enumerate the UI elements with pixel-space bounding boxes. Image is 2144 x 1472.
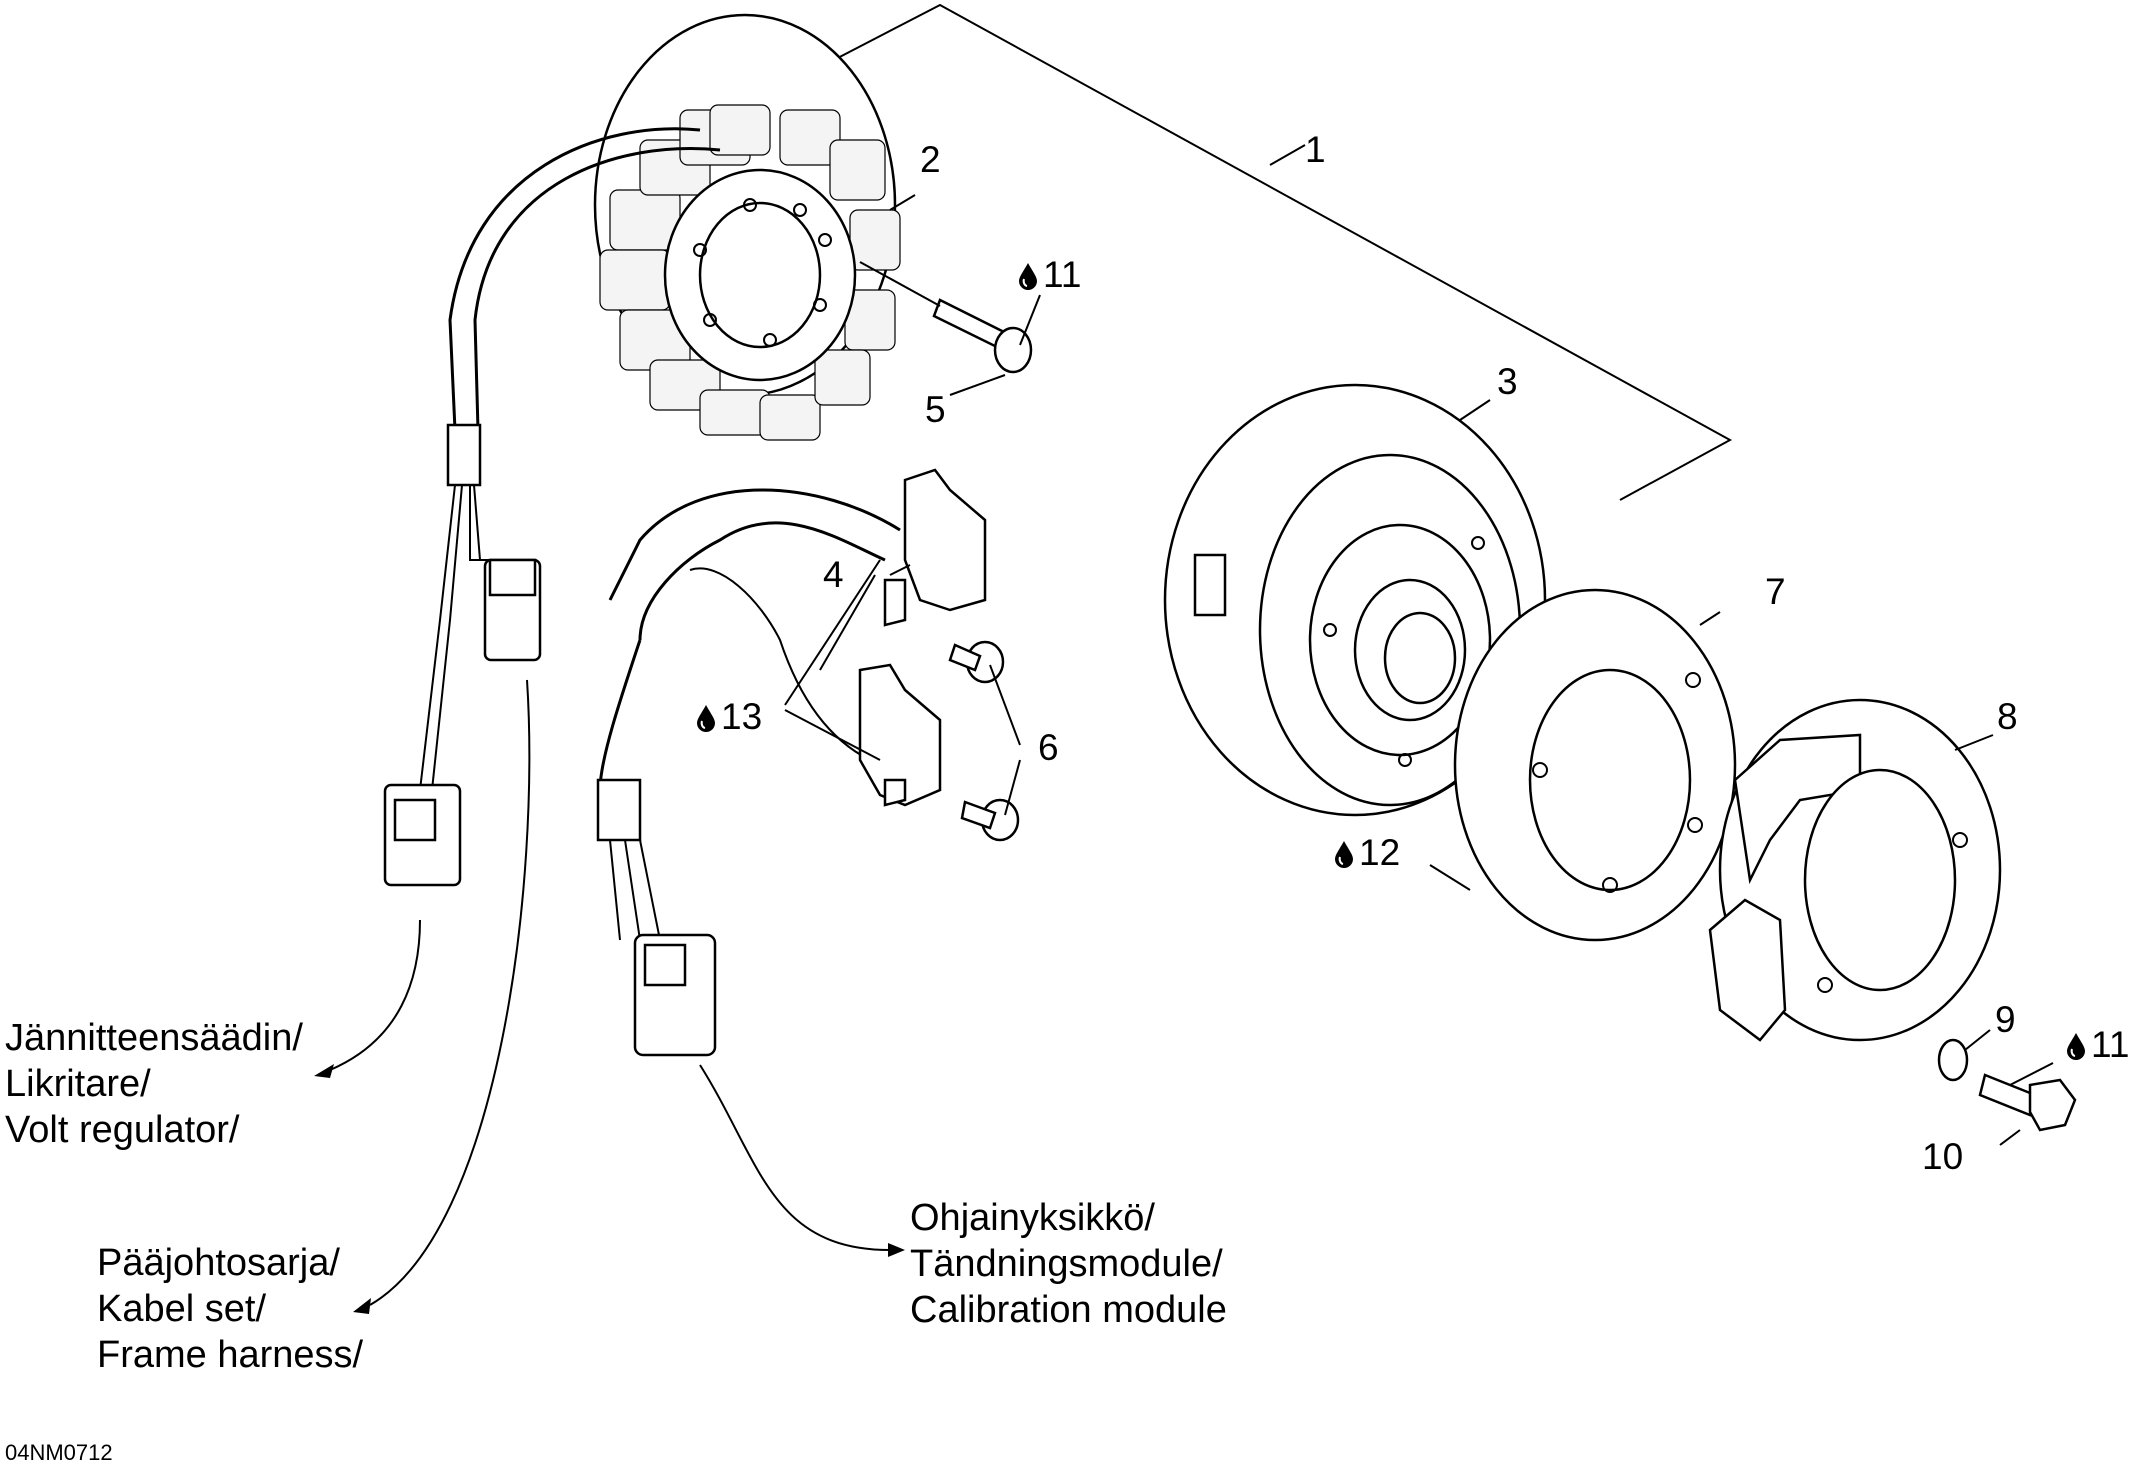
callout-5: 5: [925, 389, 946, 430]
frame-harness-line-3: Frame harness/: [97, 1334, 364, 1376]
plate-7: [1453, 588, 1737, 942]
volt-regulator-line-1: Jännitteensäädin/: [5, 1017, 303, 1059]
calibration-module-line-3: Calibration module: [910, 1289, 1227, 1331]
rotor-3: [1163, 383, 1547, 817]
callout-11-lower-number: 11: [2091, 1024, 2130, 1065]
frame-harness-line-2: Kabel set/: [97, 1288, 266, 1330]
callout-2: 2: [920, 139, 941, 180]
callout-13-number: 13: [721, 696, 763, 737]
volt-regulator-line-2: Likritare/: [5, 1063, 151, 1105]
assembly-bracket: [829, 3, 1733, 501]
callout-3: 3: [1497, 361, 1518, 402]
callout-13: 13: [695, 697, 762, 737]
drop-icon: [697, 705, 715, 732]
starter-cup-8: [1708, 698, 2002, 1042]
frame-harness-line-1: Pääjohtosarja/: [97, 1242, 340, 1284]
drawing-code: 04NM0712: [5, 1440, 113, 1465]
calibration-module-line-2: Tändningsmodule/: [910, 1243, 1223, 1285]
stator-harness: [383, 127, 721, 887]
callout-11-lower: 11: [2065, 1025, 2129, 1065]
callout-12-number: 12: [1359, 832, 1401, 873]
callout-11-upper: 11: [1017, 255, 1081, 295]
callout-9: 9: [1995, 999, 2016, 1040]
drop-icon: [1335, 841, 1353, 868]
drop-icon: [1019, 263, 1037, 290]
callout-12: 12: [1333, 833, 1400, 873]
callout-10: 10: [1922, 1136, 1964, 1177]
calibration-module-label: Ohjainyksikkö/ Tändningsmodule/ Calibrat…: [910, 1195, 1227, 1333]
screws-6: [948, 640, 1020, 842]
trigger-coil-harness: [596, 468, 987, 1057]
frame-harness-label: Pääjohtosarja/ Kabel set/ Frame harness/: [97, 1240, 363, 1378]
washer-9: [1937, 1038, 1969, 1082]
calibration-module-line-1: Ohjainyksikkö/: [910, 1197, 1155, 1239]
volt-regulator-label: Jännitteensäädin/ Likritare/ Volt regula…: [5, 1015, 303, 1153]
volt-regulator-line-3: Volt regulator/: [5, 1109, 240, 1151]
callout-11-upper-number: 11: [1043, 254, 1082, 295]
leader-lines: [314, 194, 2054, 1314]
callout-7: 7: [1765, 571, 1786, 612]
callout-4: 4: [823, 554, 844, 595]
stator: [593, 13, 901, 441]
bolt-10: [1978, 1073, 2077, 1132]
callout-8: 8: [1997, 696, 2018, 737]
drop-icon: [2067, 1033, 2085, 1060]
callout-6: 6: [1038, 727, 1059, 768]
callout-1: 1: [1305, 129, 1326, 170]
